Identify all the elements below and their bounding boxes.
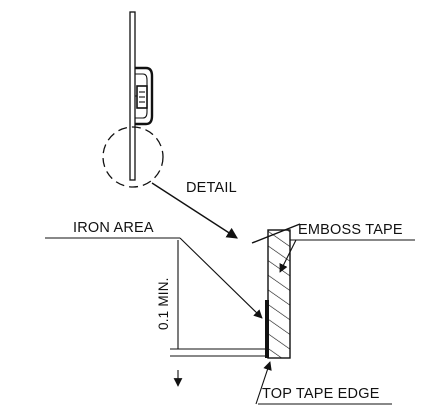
top-tape-edge-leader	[255, 361, 272, 405]
emboss-tape-label: EMBOSS TAPE	[298, 222, 403, 238]
iron-area-label: IRON AREA	[73, 220, 154, 236]
detail-circle	[102, 126, 164, 188]
iron-area-leader	[179, 237, 263, 319]
tape-side-view	[129, 11, 154, 181]
emboss-tape-leader	[279, 239, 297, 273]
detail-label: DETAIL	[186, 180, 237, 196]
top-tape-edge-label: TOP TAPE EDGE	[262, 386, 380, 402]
detail-view	[251, 223, 301, 359]
dimension-0-1-min: 0.1 MIN.	[156, 240, 266, 387]
svg-text:0.1 MIN.: 0.1 MIN.	[156, 277, 171, 330]
detail-leader-arrow	[151, 182, 238, 239]
